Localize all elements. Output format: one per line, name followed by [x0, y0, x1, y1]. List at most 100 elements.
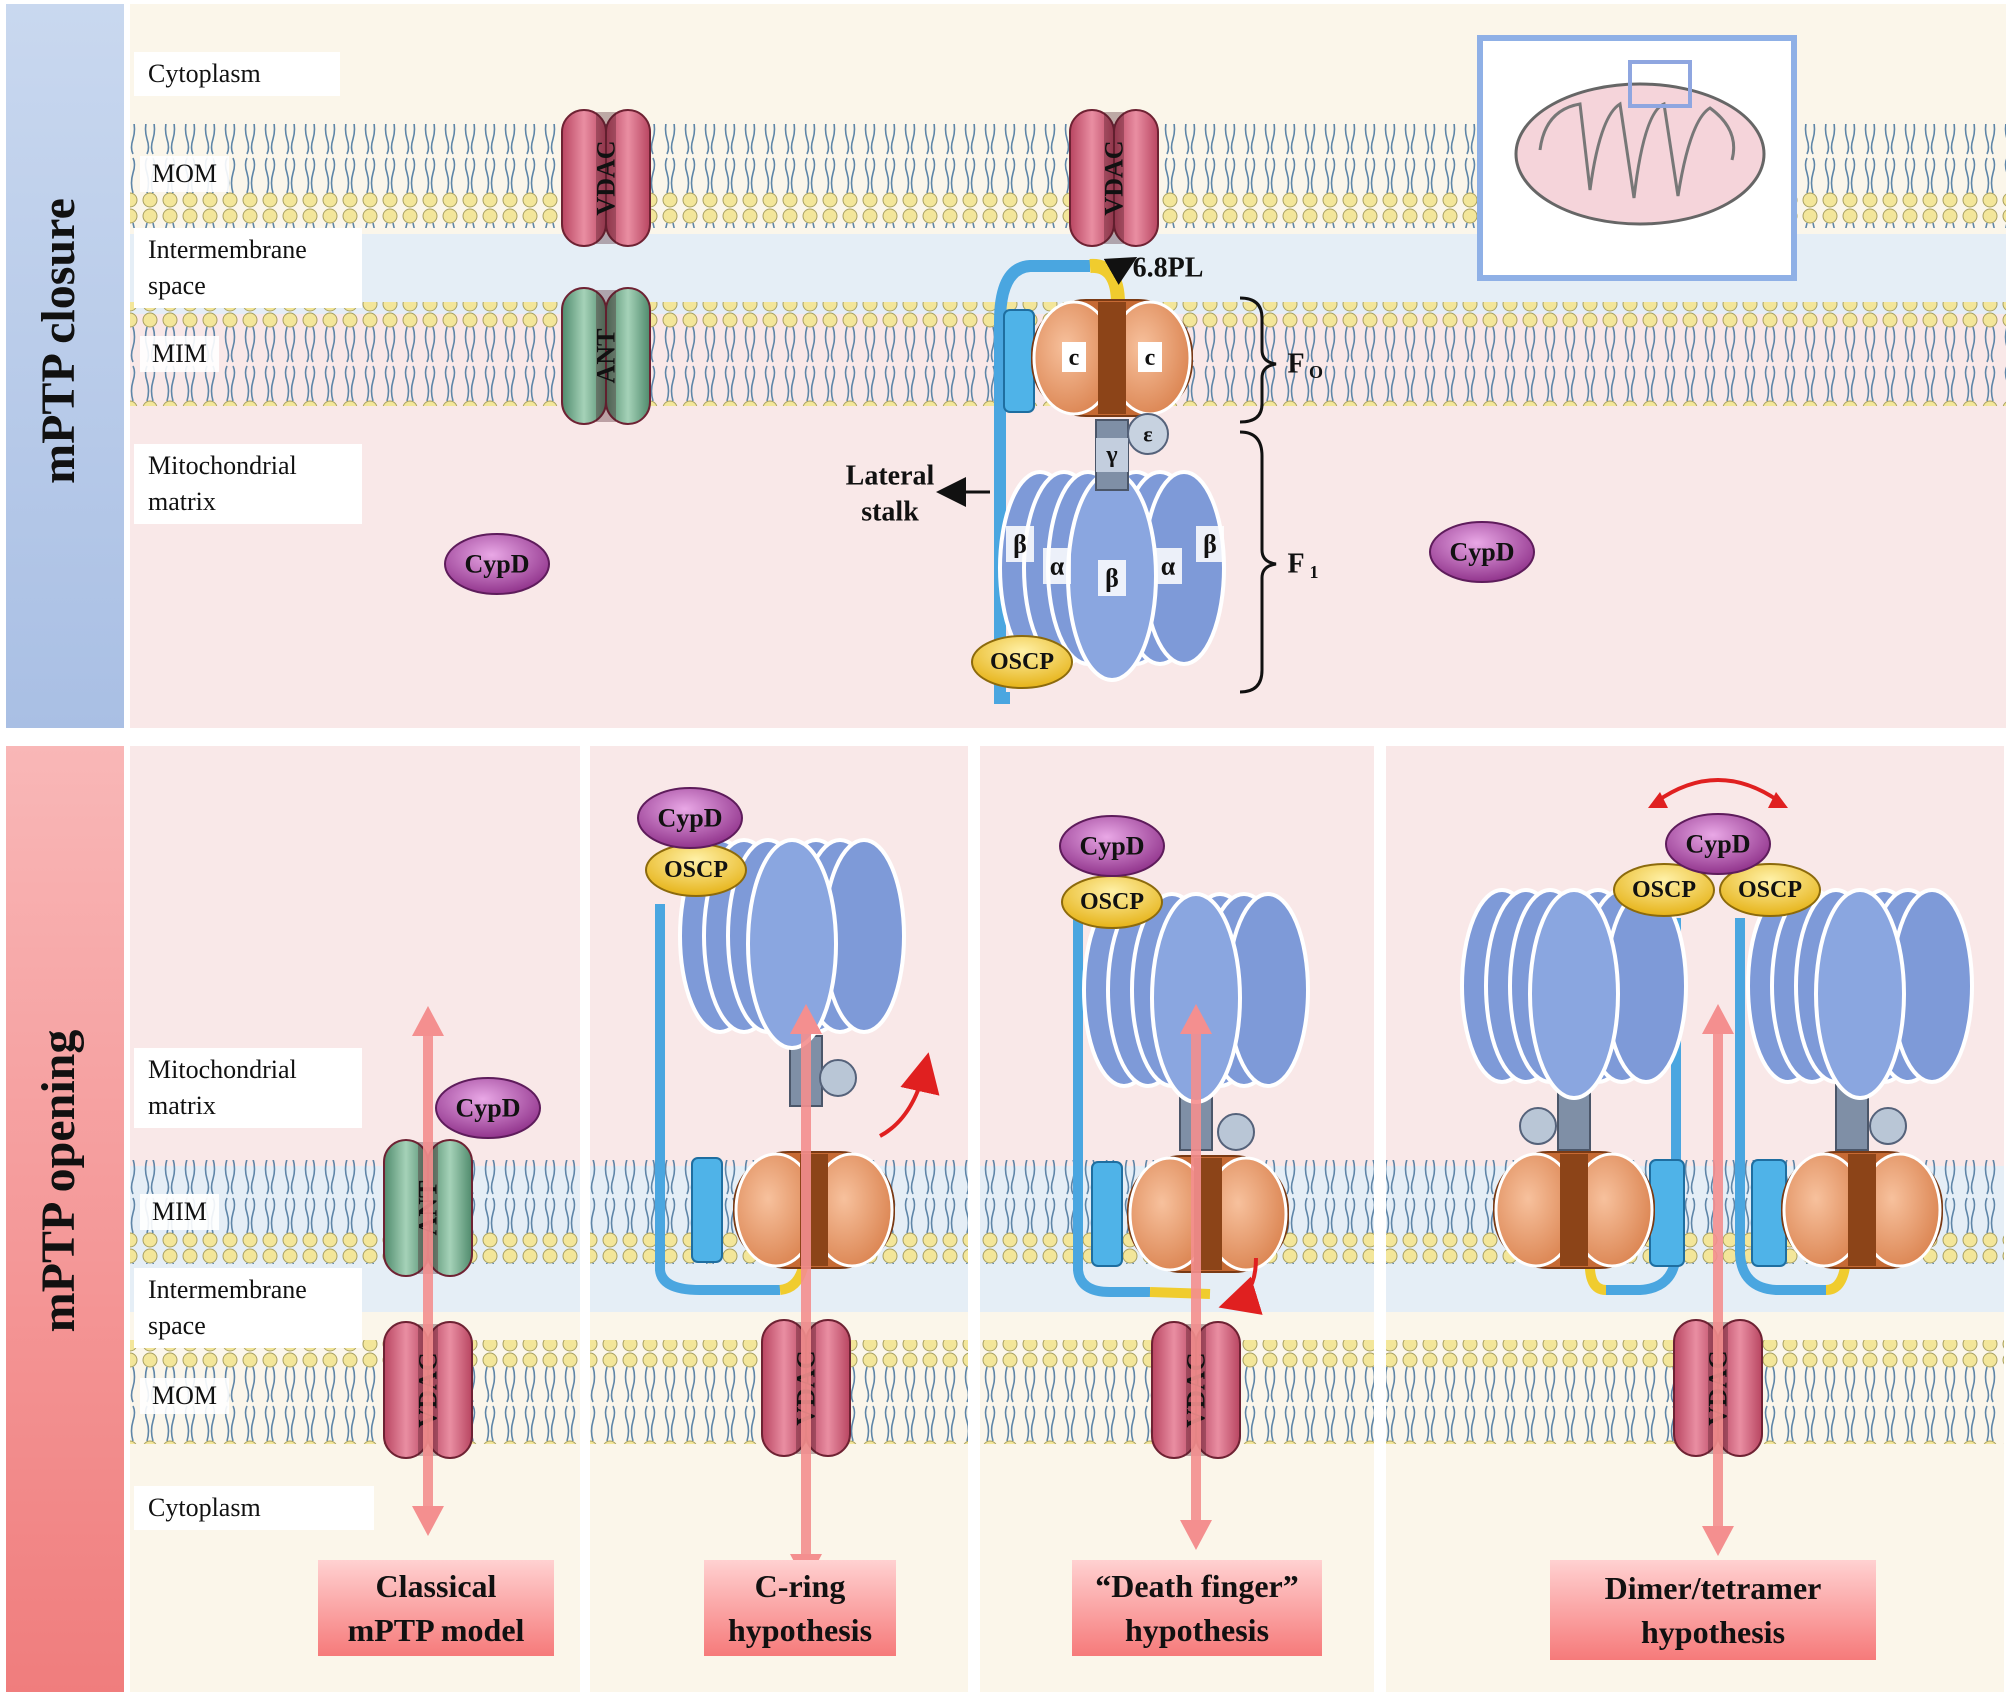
closure-vdac-1-label: VDAC [592, 140, 621, 215]
df-oscp-label: OSCP [1080, 889, 1144, 915]
closure-matrix-label: Mitochondrial matrix [134, 444, 362, 524]
f1-label: F [1287, 549, 1304, 580]
opening-matrix-label: Mitochondrial matrix [134, 1048, 362, 1128]
closure-vdac-2-right [1113, 109, 1159, 247]
closure-cytoplasm-label: Cytoplasm [134, 52, 340, 96]
dimer-left-c-ring-core [1560, 1154, 1588, 1266]
closure-c-ring-c1-label: c [1069, 345, 1080, 371]
closure-gamma-label-bg [1096, 438, 1128, 472]
closure-alpha-bg-1 [1043, 548, 1071, 584]
dimer-rocking-arc [1654, 778, 1782, 804]
hypothesis-death-finger-box: “Death finger” hypothesis [1072, 1560, 1322, 1656]
cring-f1-head-center [746, 838, 838, 1050]
closure-side-band [6, 4, 124, 728]
hypothesis-cring-line1: C-ring [754, 1568, 846, 1604]
df-cypd-shape [1059, 815, 1165, 877]
hypothesis-death-finger-line1: “Death finger” [1095, 1568, 1299, 1604]
hypothesis-classical-line1: Classical [375, 1568, 497, 1604]
closure-matrix-line1: Mitochondrial [148, 451, 297, 480]
closure-matrix-line2: matrix [148, 487, 216, 516]
dimer-rocking-arrow [1648, 778, 1788, 808]
dimer-right-f1-head-center [1814, 888, 1906, 1100]
classical-arrow-head-down [412, 1506, 444, 1536]
closure-oscp: OSCP [971, 635, 1073, 689]
hypothesis-cring-box: C-ring hypothesis [704, 1560, 896, 1656]
hypothesis-classical-line2: mPTP model [347, 1612, 525, 1648]
cring-cypd-label: CypD [657, 804, 722, 833]
dimer-rocking-head-left [1648, 792, 1668, 808]
dimer-right-lateral-stalk [1735, 918, 1826, 1295]
dimer-right-oscp: OSCP [1719, 863, 1821, 917]
closure-beta-bg-2 [1098, 560, 1126, 596]
pl-label: 6.8PL [1133, 253, 1204, 284]
inset-cristae [1538, 101, 1736, 199]
dimer-rocking-head-right [1768, 792, 1788, 808]
dimer-left-f1-head [1460, 888, 1688, 1100]
opening-ims-line1: Intermembrane [148, 1275, 307, 1304]
closure-alpha-label-3: α [1161, 552, 1176, 581]
closure-vdac-2-pore [1104, 112, 1124, 244]
fo-brace [1239, 296, 1277, 424]
dimer-right-oscp-shape [1719, 863, 1821, 917]
dimer-right-stalk-membrane-part [1751, 1159, 1787, 1267]
df-epsilon [1217, 1113, 1255, 1151]
df-cypd-label: CypD [1079, 832, 1144, 861]
closure-cypd-2-shape [1429, 521, 1535, 583]
hypothesis-classical-box: Classical mPTP model [318, 1560, 554, 1656]
df-f1-head [1082, 892, 1310, 1104]
closure-ims-line2: space [148, 271, 206, 300]
mitochondrion-inset [1477, 35, 1797, 281]
df-arrow-head-up [1180, 1004, 1212, 1034]
closure-beta-label-0: β [1013, 530, 1027, 559]
closure-vdac-2: VDAC [1069, 109, 1159, 247]
closure-beta-label-2: β [1105, 564, 1119, 593]
dimer-left-oscp-shape [1613, 863, 1715, 917]
dimer-arrow-head-down [1702, 1526, 1734, 1556]
dimer-right-c-ring [1781, 1151, 1943, 1269]
closure-cypd-1-label: CypD [464, 550, 529, 579]
f1-subscript: 1 [1310, 562, 1319, 582]
dimer-left-oscp-label: OSCP [1632, 877, 1696, 903]
closure-gamma-label: γ [1105, 442, 1117, 468]
closure-ant-label: ANT [592, 329, 621, 384]
classical-cypd-label: CypD [455, 1094, 520, 1123]
opening-mom-label: MOM [140, 1378, 230, 1414]
df-pl-movement-arrow [1218, 1257, 1263, 1315]
fo-label: F [1287, 349, 1304, 380]
cring-oscp-label: OSCP [664, 857, 728, 883]
opening-matrix-line2: matrix [148, 1091, 216, 1120]
closure-cypd-2-label: CypD [1449, 538, 1514, 567]
closure-epsilon-circle [1127, 413, 1169, 455]
closure-vdac-2-label: VDAC [1100, 140, 1129, 215]
opening-ims-line2: space [148, 1311, 206, 1340]
closure-c-ring-c2-bg [1138, 342, 1162, 372]
closure-epsilon-label: ε [1143, 422, 1152, 447]
death-finger-atp-synthase [1073, 910, 1211, 1299]
f1-brace [1239, 430, 1277, 694]
df-c-ring [1127, 1155, 1289, 1273]
closure-c-ring-core [1098, 302, 1126, 414]
cring-cypd-shape [637, 787, 743, 849]
cring-epsilon [819, 1059, 857, 1097]
classical-cypd: CypD [435, 1077, 541, 1139]
opening-cytoplasm-label: Cytoplasm [134, 1486, 374, 1530]
df-cypd: CypD [1059, 815, 1165, 877]
df-stalk-membrane-part [1091, 1161, 1123, 1267]
dimer-arrow-head-up [1702, 1004, 1734, 1034]
closure-ims-label: Intermembrane space [134, 228, 362, 308]
closure-oscp-label: OSCP [990, 649, 1054, 675]
closure-vdac-1-right [605, 109, 651, 247]
dimer-cypd-shape [1665, 813, 1771, 875]
closure-beta-bg-0 [1006, 526, 1034, 562]
closure-ims-line1: Intermembrane [148, 235, 307, 264]
classical-arrow [412, 1006, 444, 1536]
closure-lateral-stalk-line [994, 260, 1090, 704]
hypothesis-cring-line2: hypothesis [727, 1612, 873, 1648]
closure-ant-right [605, 287, 651, 425]
dimer-arrow [1702, 1004, 1734, 1556]
closure-ant: ANT [561, 287, 651, 425]
dimer-right-c-ring-core [1848, 1154, 1876, 1266]
closure-cypd-1-shape [444, 533, 550, 595]
dimer-cypd: CypD [1665, 813, 1771, 875]
df-arrow-head-down [1180, 1520, 1212, 1550]
